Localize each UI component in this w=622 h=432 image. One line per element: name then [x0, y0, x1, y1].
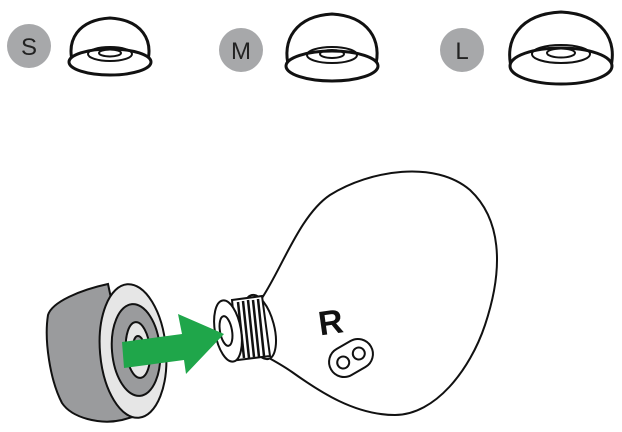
size-badge-medium-label: M — [231, 38, 251, 65]
earbud-nozzle-ridges — [236, 298, 266, 359]
size-badge-small — [7, 24, 51, 68]
size-badge-medium — [219, 28, 263, 72]
ear-tip-large-icon — [508, 10, 614, 86]
size-option-small: S — [7, 16, 153, 77]
size-badge-large-label: L — [455, 38, 468, 65]
size-badge-small-label: S — [21, 34, 37, 61]
insert-arrow-icon — [122, 314, 224, 374]
earbud-side-label: R — [316, 302, 346, 343]
ear-tip-small-icon — [67, 16, 153, 77]
earbud-shell — [254, 170, 498, 417]
earbud-sensor — [328, 338, 374, 378]
size-option-large: L — [440, 10, 614, 86]
earbud-icon — [213, 170, 498, 417]
ear-tip-medium-icon — [284, 12, 380, 83]
earbud-nozzle-opening — [218, 315, 234, 347]
size-option-medium: M — [219, 12, 380, 83]
size-badge-large — [440, 28, 484, 72]
